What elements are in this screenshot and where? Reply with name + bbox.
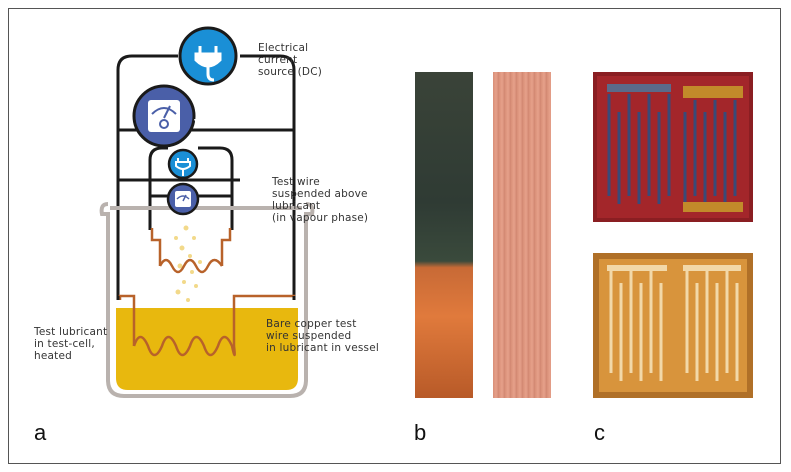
small-plug-icon	[167, 148, 199, 180]
vapour-wire-label: Test wire suspended above lubricant (in …	[272, 176, 369, 224]
beaker	[99, 202, 315, 398]
voltmeter-label: Voltmeter	[194, 118, 252, 129]
circuit-photo-corroded	[593, 72, 753, 222]
vapour-dots	[174, 225, 202, 302]
strip-clean	[493, 72, 551, 398]
test-lubricant-label: Test lubricant in test-cell, heated	[34, 326, 108, 362]
strip-tarnished	[415, 72, 473, 398]
panel-letter-b: b	[414, 420, 427, 445]
vapour-test-wire	[150, 228, 232, 274]
lubricant-liquid	[116, 308, 298, 390]
test-cell-schematic	[99, 26, 315, 398]
panel-letter-c: c	[594, 420, 605, 445]
current-source-label: Electrical current source (DC)	[258, 42, 323, 78]
panel-letter-a: a	[34, 420, 47, 445]
circuit-photo-clean	[593, 253, 753, 398]
bare-copper-label: Bare copper test wire suspended in lubri…	[266, 318, 379, 354]
